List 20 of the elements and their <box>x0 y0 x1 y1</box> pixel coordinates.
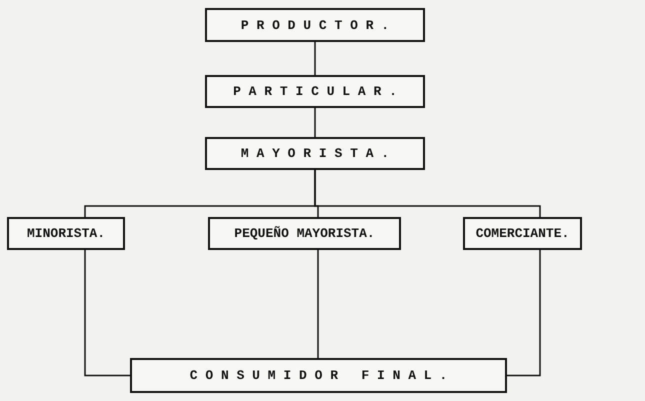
process-box <box>463 217 582 250</box>
process-box <box>205 75 425 108</box>
process-box <box>208 217 401 250</box>
connector-line <box>84 250 130 376</box>
process-box <box>205 137 425 170</box>
box-label: MINORISTA. <box>26 226 105 241</box>
connector-line <box>314 42 316 75</box>
connector-line <box>314 108 316 137</box>
connector-line <box>314 170 541 217</box>
box-label: C O N S U M I D O R F I N A L . <box>190 368 448 383</box>
connector-line <box>317 250 319 358</box>
process-box <box>205 8 425 42</box>
box-label: P R O D U C T O R . <box>240 18 390 32</box>
connector-line <box>507 250 541 376</box>
box-label: COMERCIANTE. <box>476 226 570 241</box>
box-label: P A R T I C U L A R . <box>233 84 397 99</box>
process-box <box>130 358 507 393</box>
box-label: PEQUEÑO MAYORISTA. <box>234 226 375 241</box>
box-label: M A Y O R I S T A . <box>240 146 390 161</box>
process-box <box>7 217 125 250</box>
